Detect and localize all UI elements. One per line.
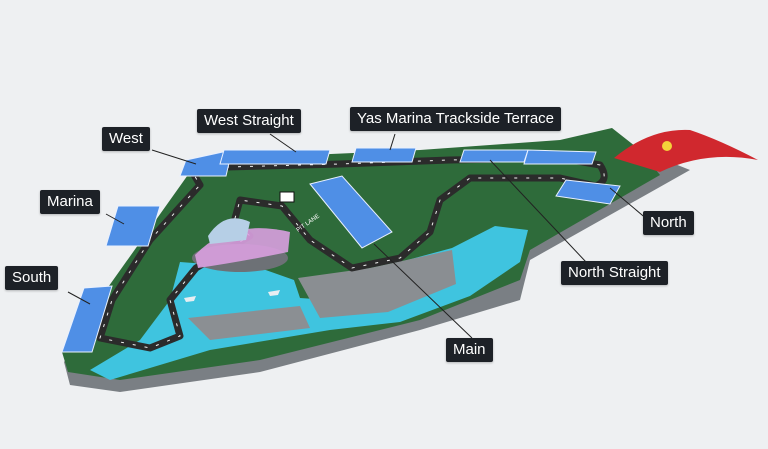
grandstand-main — [309, 175, 393, 249]
grandstand-north-a — [523, 149, 597, 165]
stand-label-west[interactable]: West — [102, 127, 150, 151]
stand-label-north-straight[interactable]: North Straight — [561, 261, 668, 285]
boat — [184, 296, 196, 302]
stand-label-marina[interactable]: Marina — [40, 190, 100, 214]
stand-label-main[interactable]: Main — [446, 338, 493, 362]
grandstand-west-straight — [219, 149, 331, 165]
yas-hotel-tower — [208, 218, 250, 244]
grandstand-west — [179, 149, 233, 177]
marina-dock — [188, 306, 310, 340]
grandstand-yas-marina-trackside-terrace — [351, 147, 417, 163]
stand-label-west-straight[interactable]: West Straight — [197, 109, 301, 133]
start-finish-flag — [279, 191, 295, 203]
grandstand-north-straight — [459, 149, 529, 163]
grandstand-south — [61, 285, 113, 353]
boat — [268, 290, 280, 296]
ferrari-world-roof — [614, 129, 758, 172]
ferrari-world-logo — [662, 141, 672, 151]
stand-label-north[interactable]: North — [643, 211, 694, 235]
circuit-kerb-line — [99, 157, 605, 349]
stand-label-south[interactable]: South — [5, 266, 59, 290]
stand-label-yas-marina-trackside-terrace[interactable]: Yas Marina Trackside Terrace — [350, 107, 562, 131]
